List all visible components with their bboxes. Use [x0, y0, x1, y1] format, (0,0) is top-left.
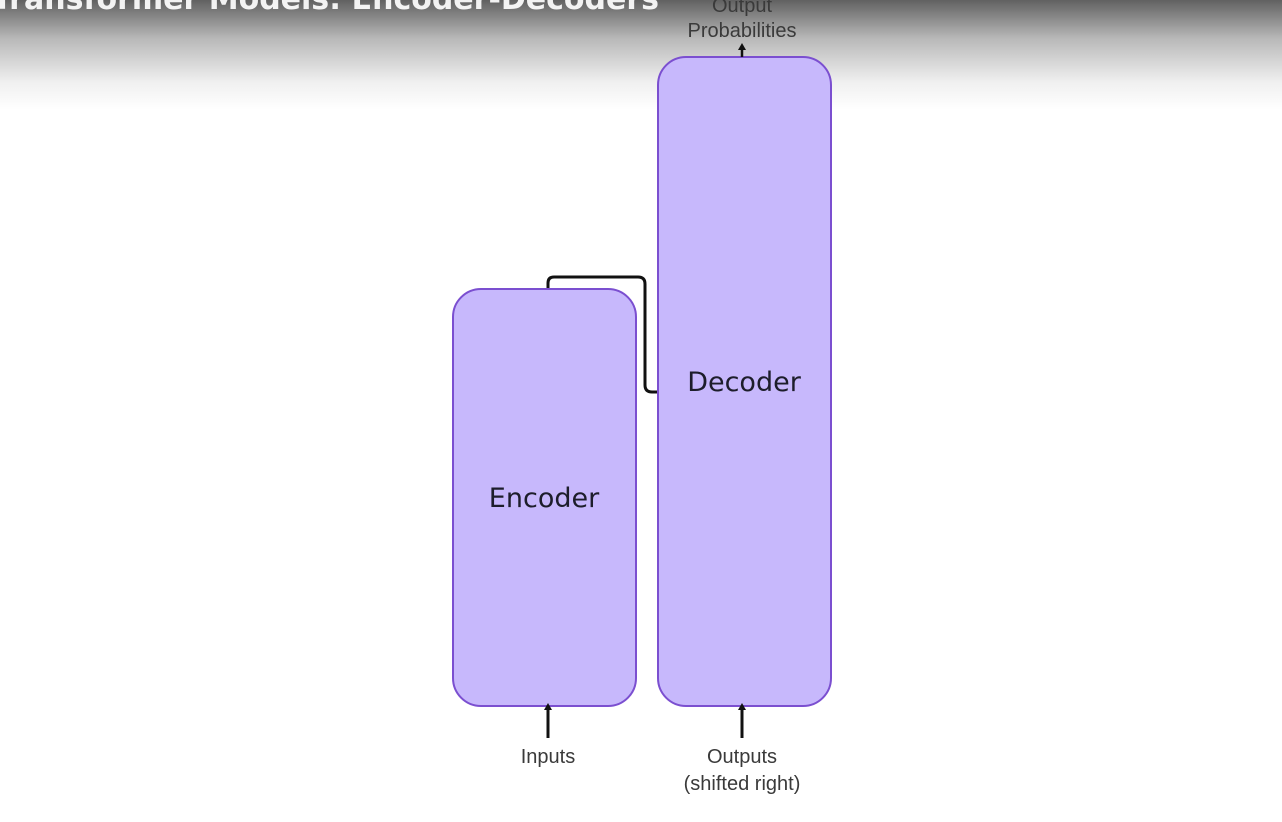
encoder-block: Encoder [452, 288, 637, 707]
outputs-label: Outputs [707, 746, 777, 768]
output-probabilities-label-line2: Probabilities [688, 20, 797, 42]
output-probabilities-label-line1: Output [712, 0, 772, 17]
inputs-arrowhead [544, 703, 552, 710]
outputs-shifted-label: (shifted right) [684, 773, 801, 795]
outputs-arrowhead [738, 703, 746, 710]
video-title: Transformer Models: Encoder-Decoders [0, 0, 659, 17]
decoder-label: Decoder [687, 367, 802, 398]
video-title-overlay: Transformer Models: Encoder-Decoders [0, 0, 1282, 110]
encoder-label: Encoder [489, 483, 600, 514]
decoder-block: Decoder [657, 56, 832, 707]
output-probabilities-arrowhead [738, 43, 746, 50]
encoder-to-decoder-connector [546, 275, 658, 394]
inputs-label: Inputs [521, 746, 575, 768]
